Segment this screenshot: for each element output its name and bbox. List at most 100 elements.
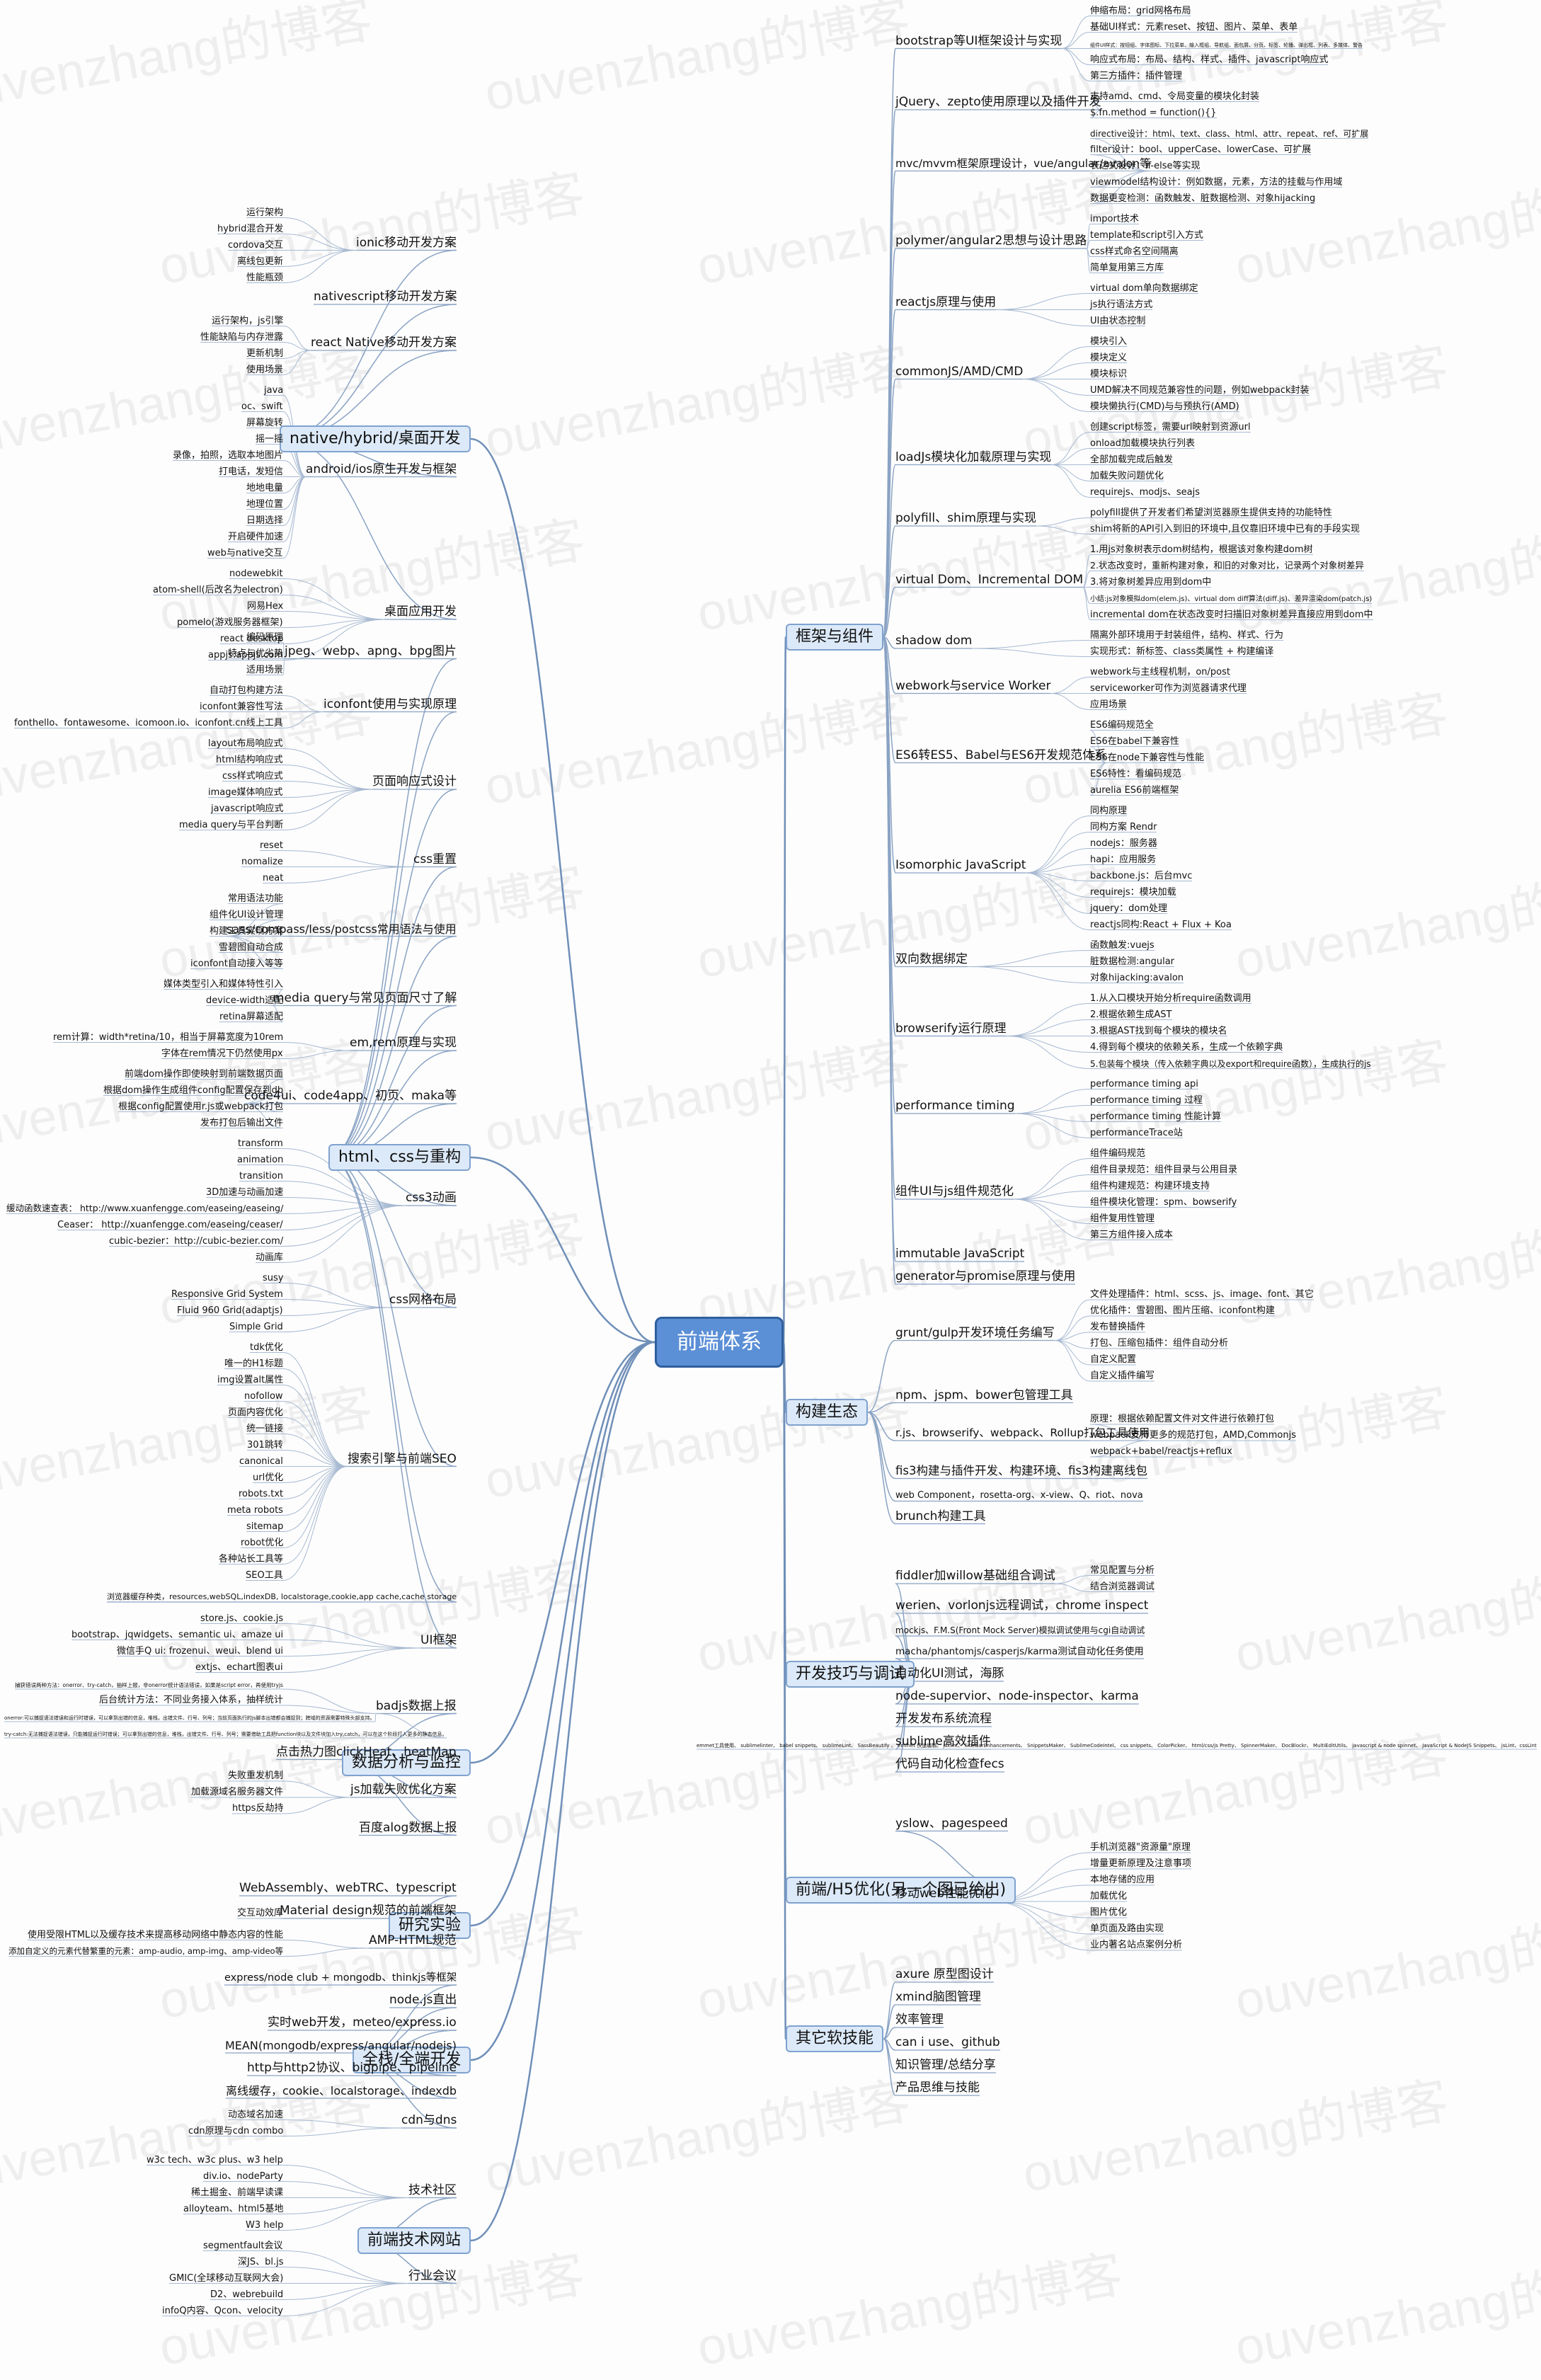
leaf-item[interactable]: store.js、cookie.js — [200, 1613, 284, 1624]
leaf-item[interactable]: performance timing 性能计算 — [1090, 1111, 1221, 1122]
branch-topic[interactable]: 其它软技能 — [786, 2025, 884, 2052]
leaf-item[interactable]: image媒体响应式 — [208, 786, 283, 798]
leaf-item[interactable]: javascript响应式 — [211, 803, 284, 814]
leaf-item[interactable]: device-width适配 — [206, 995, 284, 1006]
leaf-item[interactable]: ES6特性：看编码规范 — [1090, 768, 1181, 779]
leaf-item[interactable]: shim将新的API引入到旧的环境中,且仅靠旧环境中已有的手段实现 — [1090, 523, 1360, 534]
subtopic[interactable]: 开发发布系统流程 — [895, 1712, 992, 1726]
leaf-item[interactable]: cubic-bezier：http://cubic-bezier.com/ — [109, 1235, 284, 1247]
leaf-item[interactable]: aurelia ES6前端框架 — [1090, 784, 1179, 796]
leaf-item[interactable]: robot优化 — [241, 1537, 284, 1548]
leaf-item[interactable]: 4.得到每个模块的依赖关系，生成一个依赖字典 — [1090, 1041, 1283, 1053]
leaf-item[interactable]: 原理：根据依赖配置文件对文件进行依赖打包 — [1090, 1414, 1275, 1424]
leaf-item[interactable]: 失败重发机制 — [228, 1770, 284, 1781]
leaf-item[interactable]: 媒体类型引入和媒体特性引入 — [164, 978, 284, 990]
leaf-item[interactable]: 发布替换插件 — [1090, 1322, 1146, 1332]
leaf-item[interactable]: viewmodel结构设计：例如数据，元素，方法的挂载与作用域 — [1090, 176, 1343, 188]
leaf-item[interactable]: import技术 — [1090, 213, 1139, 224]
leaf-item[interactable]: 组件化UI设计管理 — [210, 909, 284, 920]
branch-topic[interactable]: 框架与组件 — [786, 624, 884, 651]
leaf-item[interactable]: SEO工具 — [246, 1569, 283, 1581]
leaf-item[interactable]: 手机浏览器"资源量"原理 — [1090, 1842, 1191, 1853]
leaf-item[interactable]: appjs:appjs.com — [208, 649, 283, 660]
leaf-item[interactable]: hapi：应用服务 — [1090, 854, 1157, 865]
leaf-item[interactable]: 函数触发:vuejs — [1090, 939, 1155, 951]
subtopic[interactable]: 双向数据绑定 — [895, 951, 968, 966]
leaf-item[interactable]: url优化 — [253, 1472, 284, 1483]
branch-topic[interactable]: 研究实验 — [389, 1912, 471, 1939]
subtopic[interactable]: sublime高效插件 — [895, 1734, 991, 1749]
leaf-item[interactable]: Ceaser： http://xuanfengge.com/easeing/ce… — [57, 1219, 283, 1230]
leaf-item[interactable]: 运行架构，js引擎 — [212, 315, 284, 326]
branch-topic[interactable]: 前端/H5优化(另一个图已给出) — [786, 1877, 1016, 1904]
leaf-item[interactable]: 雪碧图自动合成 — [219, 942, 284, 953]
subtopic[interactable]: android/ios原生开发与框架 — [306, 462, 457, 476]
leaf-item[interactable]: ES6在node下兼容性与性能 — [1090, 752, 1205, 763]
leaf-item[interactable]: rem计算：width*retina/10，相当于屏幕宽度为10rem — [53, 1031, 284, 1043]
leaf-item[interactable]: emmet工具使用、 sublimelinter、 babel snippets… — [697, 1743, 1537, 1749]
leaf-item[interactable]: css样式响应式 — [222, 770, 283, 782]
leaf-item[interactable]: 加载失败问题优化 — [1090, 470, 1164, 481]
subtopic[interactable]: 搜索引擎与前端SEO — [348, 1451, 457, 1466]
leaf-item[interactable]: nodejs：服务器 — [1090, 837, 1157, 849]
leaf-item[interactable]: react desktop — [220, 633, 284, 644]
subtopic[interactable]: virtual Dom、Incremental DOM — [895, 572, 1084, 587]
leaf-item[interactable]: 3.将对象树差异应用到dom中 — [1090, 576, 1212, 588]
leaf-item[interactable]: 应用场景 — [1090, 699, 1128, 710]
leaf-item[interactable]: 更新机制 — [246, 348, 284, 359]
leaf-item[interactable]: performance timing api — [1090, 1078, 1198, 1089]
leaf-item[interactable]: 性能瓶颈 — [246, 272, 284, 283]
leaf-item[interactable]: robots.txt — [239, 1488, 284, 1499]
subtopic[interactable]: jQuery、zepto使用原理以及插件开发 — [895, 95, 1101, 109]
subtopic[interactable]: 代码自动化检查fecs — [895, 1757, 1004, 1771]
leaf-item[interactable]: 模块定义 — [1090, 352, 1128, 363]
leaf-item[interactable]: 性能缺陷与内存泄露 — [200, 331, 284, 343]
leaf-item[interactable]: 常用语法功能 — [228, 893, 284, 904]
subtopic[interactable]: node-supervior、node-inspector、karma — [895, 1689, 1139, 1703]
leaf-item[interactable]: 对象hijacking:avalon — [1090, 972, 1184, 983]
leaf-item[interactable]: 组件模块化管理：spm、bowserify — [1090, 1196, 1237, 1208]
leaf-item[interactable]: 动态域名加速 — [228, 2109, 284, 2120]
subtopic[interactable]: css网格布局 — [389, 1293, 457, 1307]
subtopic[interactable]: sass/compass/less/postcss常用语法与使用 — [227, 922, 457, 936]
subtopic[interactable]: js加载失败优化方案 — [350, 1783, 457, 1797]
leaf-item[interactable]: oc、swift — [241, 401, 283, 412]
leaf-item[interactable]: 动画库 — [256, 1252, 284, 1263]
leaf-item[interactable]: 屏幕旋转 — [246, 417, 284, 428]
subtopic[interactable]: axure 原型图设计 — [895, 1967, 994, 1981]
leaf-item[interactable]: 组件构建规范：构建环境支持 — [1090, 1180, 1210, 1191]
leaf-item[interactable]: iconfont兼容性写法 — [200, 701, 283, 712]
leaf-item[interactable]: 页面内容优化 — [228, 1407, 284, 1418]
leaf-item[interactable]: hybrid混合开发 — [217, 223, 284, 234]
leaf-item[interactable]: https反劫持 — [232, 1803, 284, 1814]
leaf-item[interactable]: 自定义插件编写 — [1090, 1371, 1155, 1381]
leaf-item[interactable]: filter设计：bool、upperCase、lowerCase、可扩展 — [1090, 144, 1312, 155]
branch-topic[interactable]: 前端技术网站 — [357, 2227, 471, 2254]
leaf-item[interactable]: 根据dom操作生成组件config配置保存到db — [103, 1085, 284, 1096]
leaf-item[interactable]: 同构方案 Rendr — [1090, 821, 1157, 833]
leaf-item[interactable]: 地理位置 — [246, 498, 284, 510]
subtopic[interactable]: fis3构建与插件开发、构建环境、fis3构建离线包 — [895, 1463, 1147, 1477]
leaf-item[interactable]: 深JS、bl.js — [238, 2256, 284, 2267]
leaf-item[interactable]: media query与平台判断 — [179, 819, 284, 830]
subtopic[interactable]: browserify运行原理 — [895, 1021, 1007, 1036]
leaf-item[interactable]: 字体在rem情况下仍然使用px — [161, 1048, 283, 1059]
leaf-item[interactable]: try-catch:无法捕捉语法错误，只能捕捉运行时错误；可以拿到出错的信息，堆… — [4, 1732, 447, 1737]
leaf-item[interactable]: 唯一的H1标题 — [224, 1358, 284, 1369]
leaf-item[interactable]: directive设计：html、text、class、html、attr、re… — [1090, 128, 1369, 139]
subtopic[interactable]: werien、vorlonjs远程调试，chrome inspect — [895, 1598, 1149, 1613]
subtopic[interactable]: AMP-HTML规范 — [369, 1933, 457, 1947]
leaf-item[interactable]: virtual dom单向数据绑定 — [1090, 282, 1198, 294]
leaf-item[interactable]: reset — [260, 840, 283, 851]
leaf-item[interactable]: susy — [263, 1272, 284, 1283]
subtopic[interactable]: express/node club + mongodb、thinkjs等框架 — [224, 1972, 457, 1984]
leaf-item[interactable]: onload加载模块执行列表 — [1090, 437, 1195, 449]
leaf-item[interactable]: 打电话，发短信 — [219, 466, 284, 477]
leaf-item[interactable]: 单页面及路由实现 — [1090, 1923, 1164, 1934]
leaf-item[interactable]: 2.根据依赖生成AST — [1090, 1009, 1172, 1020]
leaf-item[interactable]: 模块标识 — [1090, 368, 1128, 379]
leaf-item[interactable]: meta robots — [227, 1504, 283, 1516]
leaf-item[interactable]: 使用受限HTML以及缓存技术来提高移动网络中静态内容的性能 — [28, 1929, 284, 1940]
leaf-item[interactable]: serviceworker可作为浏览器请求代理 — [1090, 682, 1247, 694]
leaf-item[interactable]: 基础UI样式：元素reset、按钮、图片、菜单、表单 — [1090, 21, 1298, 33]
